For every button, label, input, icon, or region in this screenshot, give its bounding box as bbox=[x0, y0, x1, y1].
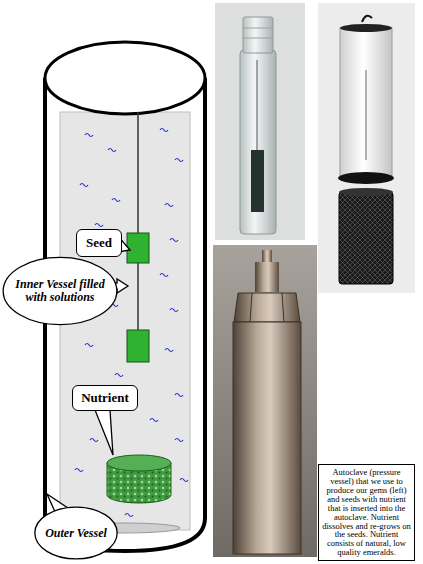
vial-photo bbox=[257, 60, 258, 150]
autoclave-photo bbox=[213, 245, 317, 557]
callout-label: Nutrient bbox=[81, 391, 129, 405]
text-group: Nutrient bbox=[81, 391, 129, 405]
vial-photo bbox=[215, 3, 305, 240]
seed-holder-photo bbox=[318, 3, 415, 293]
solution-marks bbox=[165, 204, 173, 207]
seed-crystals bbox=[127, 112, 149, 362]
vial-photo bbox=[243, 38, 273, 39]
callout-ellipse: Inner Vessel filled with solutions bbox=[2, 256, 118, 326]
callout-label: Inner Vessel filled with solutions bbox=[12, 278, 108, 304]
solution-marks bbox=[75, 469, 83, 472]
vial-photo bbox=[240, 50, 276, 234]
solution-marks bbox=[175, 159, 183, 162]
autoclave-photo bbox=[250, 293, 252, 322]
autoclave-photo bbox=[255, 262, 279, 292]
solution-marks bbox=[85, 344, 93, 347]
solution-marks bbox=[165, 349, 173, 352]
vial-photo bbox=[251, 150, 264, 212]
solution-marks bbox=[170, 309, 178, 312]
solution-marks bbox=[90, 439, 98, 442]
solution-marks bbox=[180, 479, 188, 482]
solution-marks bbox=[170, 239, 178, 242]
text-group: Inner Vessel filled with solutions bbox=[12, 278, 108, 304]
seed-holder-photo bbox=[339, 192, 393, 284]
callout-label: Seed bbox=[86, 236, 112, 250]
solution-marks bbox=[95, 224, 103, 227]
solution-marks bbox=[75, 129, 188, 517]
solution-marks bbox=[175, 394, 183, 397]
vial-photo bbox=[243, 28, 273, 29]
autoclave-photo bbox=[234, 293, 300, 322]
seed-holder-photo bbox=[366, 70, 367, 160]
description-text: Autoclave (pressure vessel) that we use … bbox=[322, 468, 411, 557]
seed-holder-photo bbox=[340, 24, 392, 32]
callout-box: Seed bbox=[76, 229, 122, 257]
nutrient-drawing bbox=[107, 455, 171, 503]
solution-marks bbox=[112, 199, 120, 202]
ellipse-outline bbox=[35, 507, 117, 559]
ellipse-outline bbox=[3, 257, 117, 324]
autoclave-photo bbox=[213, 245, 317, 557]
seed-crystals bbox=[127, 233, 149, 263]
callout-ellipse: Outer Vessel bbox=[34, 506, 118, 560]
callout-tails bbox=[95, 410, 113, 455]
seed-holder-photo bbox=[318, 3, 415, 293]
solution-marks bbox=[85, 134, 93, 137]
vial-photo bbox=[243, 17, 273, 53]
seed-holder-photo bbox=[340, 28, 392, 176]
solution-marks bbox=[80, 184, 88, 187]
autoclave-photo bbox=[282, 293, 284, 322]
vial-photo bbox=[215, 3, 305, 240]
description-box: Autoclave (pressure vessel) that we use … bbox=[318, 464, 415, 561]
text-group: Autoclave (pressure vessel) that we use … bbox=[322, 468, 411, 557]
text-group: Outer Vessel bbox=[45, 527, 107, 540]
autoclave-photo bbox=[233, 322, 301, 554]
solution-marks bbox=[160, 274, 168, 277]
outer-vessel-drawing bbox=[45, 42, 205, 114]
text-group: Seed bbox=[86, 236, 112, 250]
seed-crystals bbox=[127, 330, 149, 362]
autoclave-photo bbox=[262, 250, 272, 264]
callout-box: Nutrient bbox=[72, 385, 138, 411]
seed-holder-photo bbox=[339, 188, 393, 196]
solution-marks bbox=[125, 514, 133, 517]
callout-label: Outer Vessel bbox=[45, 527, 107, 540]
solution-marks bbox=[150, 419, 158, 422]
solution-marks bbox=[160, 129, 168, 132]
solution-marks bbox=[115, 374, 123, 377]
nutrient-drawing bbox=[107, 455, 171, 471]
seed-holder-photo bbox=[338, 172, 394, 184]
solution-marks bbox=[175, 439, 183, 442]
seed-crystals bbox=[137, 112, 139, 330]
seed-holder-photo bbox=[362, 16, 372, 22]
solution-marks bbox=[108, 149, 116, 152]
